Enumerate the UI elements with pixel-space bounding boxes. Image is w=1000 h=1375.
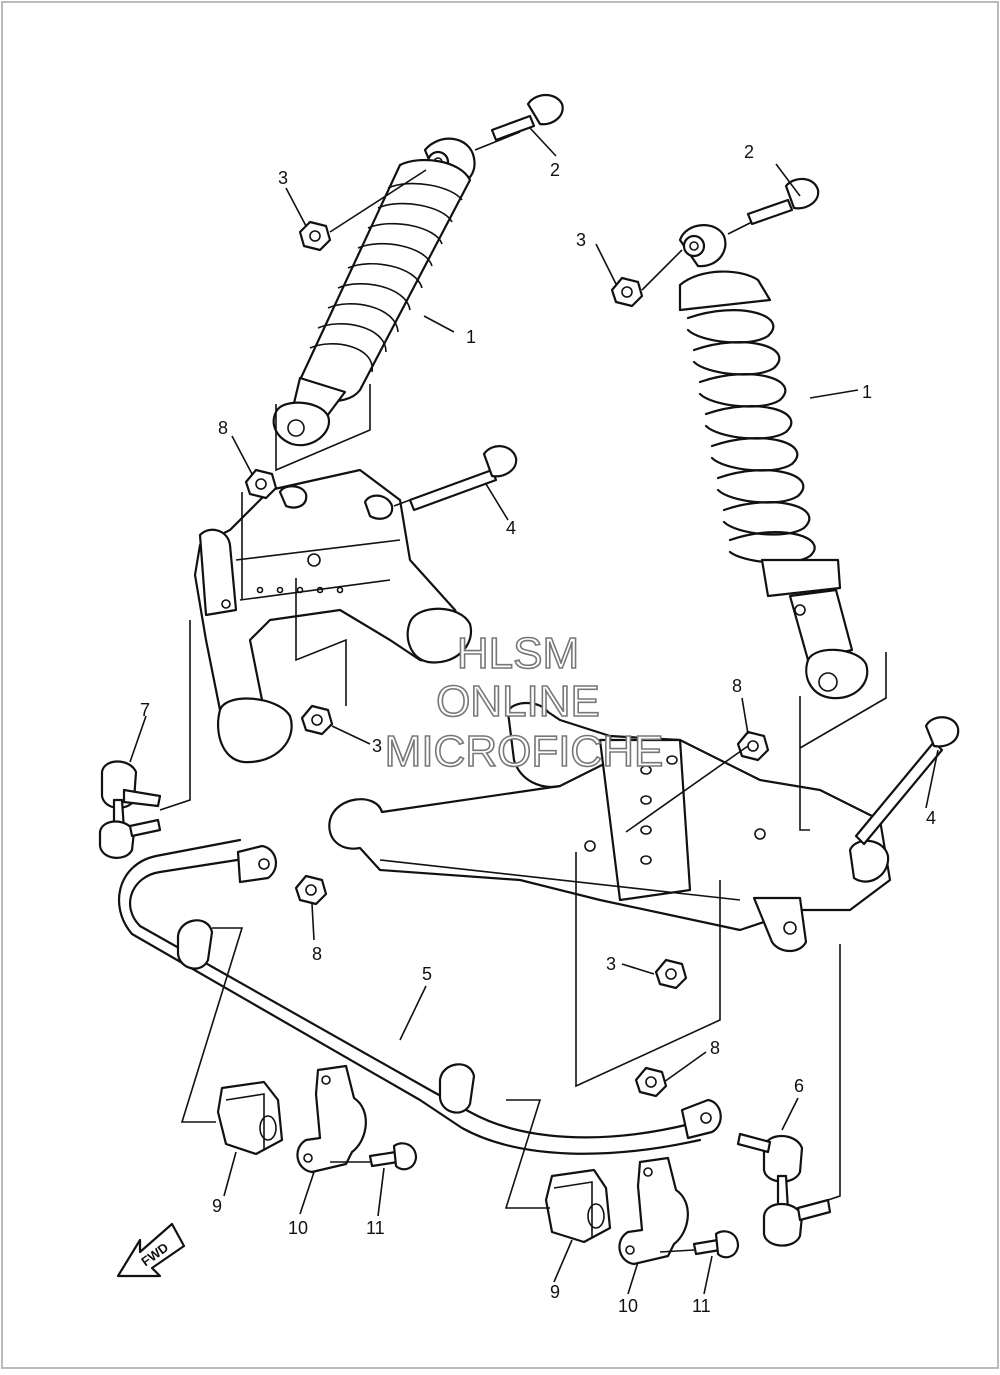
stabilizer-bar <box>117 838 722 1155</box>
callout-5: 5 <box>422 964 432 984</box>
left-shock-absorber <box>272 137 476 447</box>
watermark-line-1: HLSM <box>457 629 579 678</box>
small-bolt-left <box>368 1142 418 1171</box>
watermark-line-3: MICROFICHE <box>385 727 664 776</box>
callout-9-left: 9 <box>212 1196 222 1216</box>
upper-bolt-right <box>727 177 820 235</box>
callout-3-lower-right: 3 <box>606 954 616 974</box>
flange-nut-upper-left <box>244 468 278 500</box>
stabilizer-link-right <box>736 1132 832 1247</box>
callout-2-left: 2 <box>550 160 560 180</box>
callout-3-upper-left: 3 <box>278 168 288 188</box>
bracket-right <box>618 1156 689 1266</box>
callout-7: 7 <box>140 700 150 720</box>
callout-4-left: 4 <box>506 518 516 538</box>
callout-8-lower-right: 8 <box>710 1038 720 1058</box>
long-bolt-left <box>393 445 518 512</box>
upper-bolt-left <box>474 93 564 151</box>
watermark-line-2: ONLINE <box>436 677 600 726</box>
bushing-left <box>216 1080 284 1156</box>
callout-8-upper-right: 8 <box>732 676 742 696</box>
callout-leaders <box>129 127 939 1295</box>
callout-numbers: 1 1 2 2 3 3 3 3 4 4 5 6 7 8 8 8 8 9 9 10… <box>140 142 936 1316</box>
long-bolt-right <box>854 716 960 846</box>
upper-nut-right <box>610 249 683 308</box>
callout-3-lower-left: 3 <box>372 736 382 756</box>
callout-9-right: 9 <box>550 1282 560 1302</box>
lower-nut-right <box>654 958 688 990</box>
callout-4-right: 4 <box>926 808 936 828</box>
assembly-guide-lines <box>159 384 887 1253</box>
upper-nut-left <box>298 169 427 252</box>
callout-1-left: 1 <box>466 327 476 347</box>
flange-nut-lower-right <box>634 1066 668 1098</box>
callout-8-middle-left: 8 <box>312 944 322 964</box>
left-lower-arm <box>193 468 473 764</box>
right-lower-arm <box>328 701 892 953</box>
callout-2-right: 2 <box>744 142 754 162</box>
callout-1-right: 1 <box>862 382 872 402</box>
right-shock-absorber <box>678 224 869 700</box>
stabilizer-link-left <box>98 760 162 859</box>
callout-8-upper-left: 8 <box>218 418 228 438</box>
callout-3-upper-right: 3 <box>576 230 586 250</box>
flange-nut-upper-right <box>736 730 770 762</box>
callout-11-right: 11 <box>692 1296 711 1316</box>
lower-nut-left <box>300 704 334 736</box>
callout-10-left: 10 <box>288 1218 308 1238</box>
callout-6: 6 <box>794 1076 804 1096</box>
forward-direction-arrow: FWD <box>116 1222 186 1278</box>
flange-nut-middle-left <box>294 874 328 906</box>
bushing-right <box>544 1168 612 1244</box>
callout-10-right: 10 <box>618 1296 638 1316</box>
small-bolt-right <box>692 1230 740 1259</box>
watermark: HLSM ONLINE MICROFICHE <box>384 628 664 777</box>
callout-11-left: 11 <box>366 1218 385 1238</box>
bracket-left <box>296 1064 367 1174</box>
